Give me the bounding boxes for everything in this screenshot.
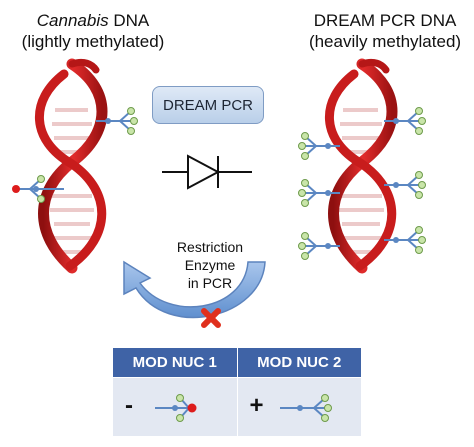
methyl-group-icon (384, 107, 426, 135)
dna-word: DNA (108, 11, 150, 30)
minus-sign: - (125, 392, 133, 419)
in-pcr-text: in PCR (187, 275, 233, 291)
left-dna-helix (35, 58, 108, 274)
dream-pcr-dna-label: DREAM PCR DNA (313, 11, 457, 30)
dream-pcr-box: DREAM PCR (152, 86, 264, 124)
restriction-text: Restriction (176, 239, 244, 255)
diode-icon (162, 154, 252, 190)
mod-nuc-1-cell: - (112, 377, 238, 437)
methyl-group-red-icon (12, 175, 64, 203)
methyl-group-icon (298, 232, 340, 260)
enzyme-text: Enzyme (184, 257, 236, 273)
right-dna-helix (325, 58, 398, 274)
methyl-group-icon (384, 171, 426, 199)
cannabis-dna-title: Cannabis DNA (lightly methylated) (8, 10, 178, 52)
dream-pcr-box-label: DREAM PCR (162, 96, 253, 114)
restriction-enzyme-label: Restriction Enzyme in PCR (150, 238, 270, 292)
methyl-group-icon (279, 394, 332, 422)
methyl-group-icon (298, 132, 340, 160)
table-header-row: MOD NUC 1 MOD NUC 2 (112, 347, 362, 378)
methyl-group-icon (384, 226, 426, 254)
methyl-group-red-icon (155, 394, 197, 422)
heavily-methylated-label: (heavily methylated) (308, 32, 462, 51)
methyl-group-icon (298, 179, 340, 207)
mod-nuc-2-header: MOD NUC 2 (236, 347, 362, 378)
plus-sign: + (249, 392, 264, 419)
lightly-methylated-label: (lightly methylated) (21, 32, 165, 51)
dream-pcr-dna-title: DREAM PCR DNA (heavily methylated) (300, 10, 470, 52)
mod-nuc-2-cell: + (236, 377, 362, 437)
cannabis-word: Cannabis (36, 11, 109, 30)
methyl-group-icon (96, 107, 138, 135)
table-row: - + (112, 377, 362, 437)
cross-icon (201, 308, 221, 328)
mod-nuc-1-header: MOD NUC 1 (112, 347, 238, 378)
circular-arrow-icon (123, 260, 266, 319)
mod-nuc-table: MOD NUC 1 MOD NUC 2 - + (112, 347, 362, 437)
